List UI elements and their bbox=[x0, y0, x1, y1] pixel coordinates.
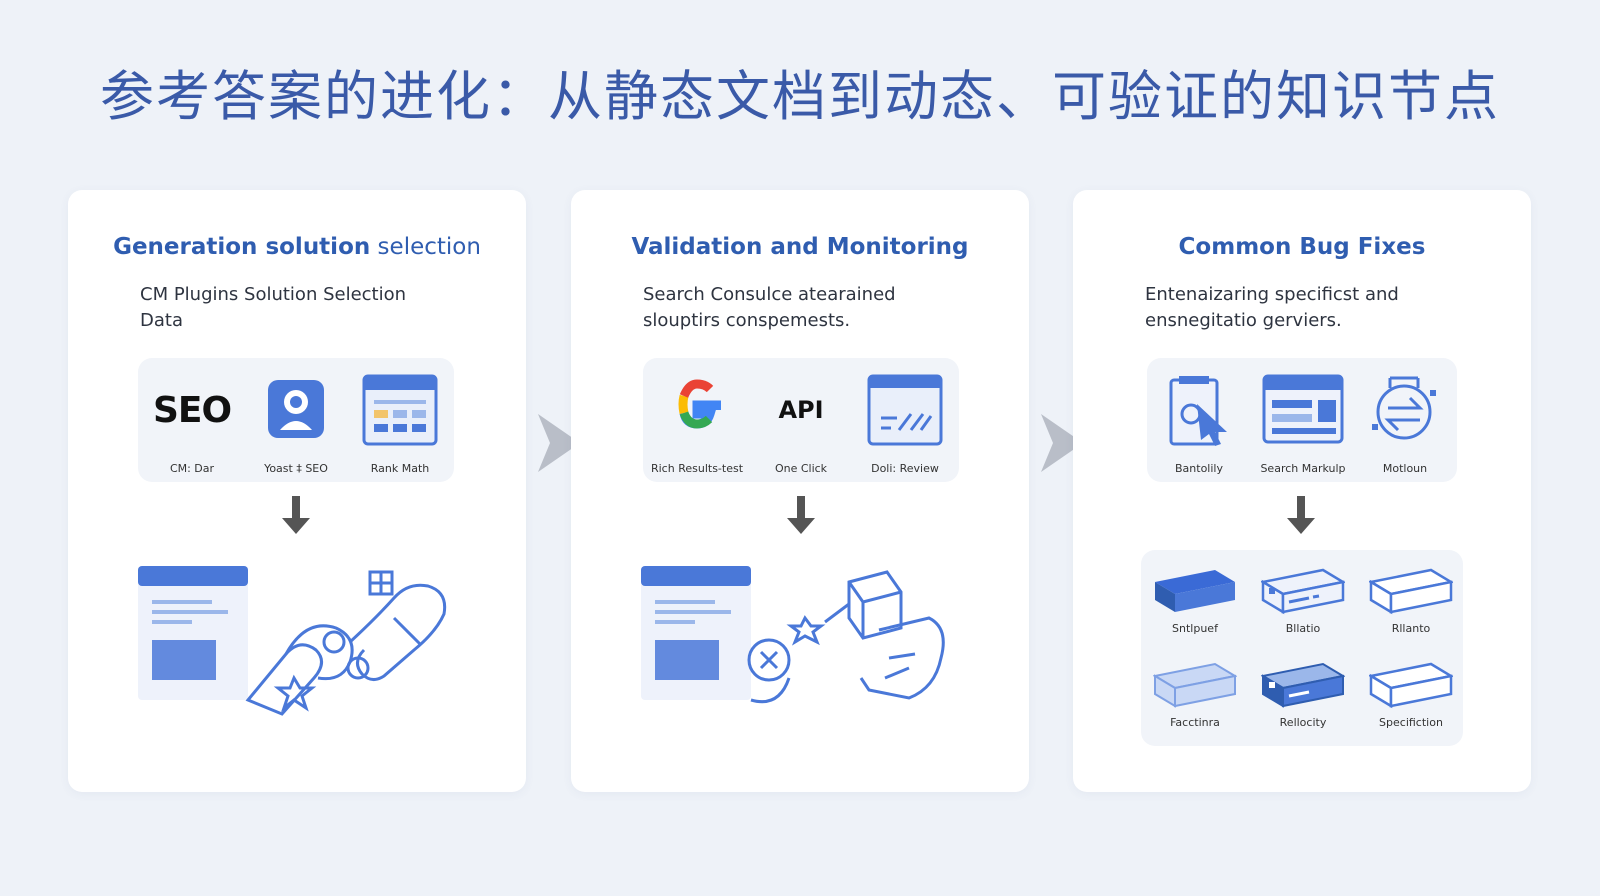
tool-label: Rank Math bbox=[370, 462, 430, 475]
solid-box-icon bbox=[1155, 570, 1235, 612]
card-description: Search Consulce atearained slouptirs con… bbox=[643, 284, 896, 331]
grid-item[interactable]: Rellocity bbox=[1251, 650, 1355, 736]
arrow-down-icon bbox=[787, 496, 815, 534]
tool-label: Motloun bbox=[1382, 462, 1428, 475]
page-title: 参考答案的进化：从静态文档到动态、可验证的知识节点 bbox=[100, 65, 1500, 128]
card-title: Validation and Monitoring bbox=[571, 234, 1029, 260]
tool-label: Doli: Review bbox=[871, 462, 939, 475]
grid-item[interactable]: Sntlpuef bbox=[1143, 556, 1247, 642]
rank-math-icon bbox=[362, 374, 438, 446]
tool-review[interactable]: Doli: Review bbox=[855, 358, 955, 482]
tool-rich-results[interactable]: Rich Results-test bbox=[647, 358, 747, 482]
document-cursor-icon bbox=[1169, 376, 1227, 446]
form-box-icon bbox=[1261, 568, 1345, 615]
chevron-right-icon bbox=[1041, 414, 1083, 472]
tool-label: Yoast ‡ SEO bbox=[264, 462, 328, 475]
chevron-right-icon bbox=[538, 414, 580, 472]
card-title-bold: Common Bug Fixes bbox=[1178, 234, 1426, 260]
card-generation: Generation solution selection CM Plugins… bbox=[68, 190, 526, 792]
outline-box-icon bbox=[1369, 568, 1453, 615]
arrow-down-icon bbox=[1287, 496, 1315, 534]
tool-label: Search Markulp bbox=[1260, 462, 1346, 475]
tool-seo[interactable]: SEO CM: Dar bbox=[142, 358, 242, 482]
google-icon bbox=[678, 379, 721, 429]
search-markup-icon bbox=[1262, 374, 1344, 444]
card-bug-fixes: Common Bug Fixes Entenaizaring specifics… bbox=[1073, 190, 1531, 792]
card-title: Generation solution selection bbox=[68, 234, 526, 260]
card-title: Common Bug Fixes bbox=[1073, 234, 1531, 260]
yoast-icon bbox=[268, 380, 324, 438]
filled-form-box-icon bbox=[1261, 662, 1345, 708]
grid-item[interactable]: Specifiction bbox=[1359, 650, 1463, 736]
document-links-illustration bbox=[138, 566, 447, 716]
tool-label: CM: Dar bbox=[169, 462, 215, 475]
tool-label: Bantolily bbox=[1175, 462, 1223, 475]
card-description: CM Plugins Solution Selection Data bbox=[140, 284, 407, 331]
tool-yoast[interactable]: Yoast ‡ SEO bbox=[246, 358, 346, 482]
tool-search-markup[interactable]: Search Markulp bbox=[1253, 358, 1353, 482]
outline-box-icon bbox=[1369, 662, 1453, 709]
tool-rank-math[interactable]: Rank Math bbox=[350, 358, 450, 482]
seo-logo-icon: SEO bbox=[152, 390, 232, 431]
tool-label: Rich Results-test bbox=[650, 462, 744, 475]
grid-item-label: Rellocity bbox=[1279, 716, 1327, 729]
grid-item[interactable]: Facctinra bbox=[1143, 650, 1247, 736]
tools-panel[interactable]: Rich Results-test API One Click Doli: Re… bbox=[643, 358, 959, 482]
fix-grid-panel: Sntlpuef Bllatio Rll bbox=[1141, 550, 1463, 746]
grid-item-label: Bllatio bbox=[1285, 622, 1321, 635]
card-validation: Validation and Monitoring Search Consulc… bbox=[571, 190, 1029, 792]
document-validation-illustration bbox=[641, 566, 945, 704]
tool-one-click[interactable]: API One Click bbox=[751, 358, 851, 482]
grid-item-label: Sntlpuef bbox=[1172, 622, 1218, 635]
grid-item-label: Facctinra bbox=[1170, 716, 1220, 729]
motion-icon bbox=[1372, 376, 1436, 440]
api-icon: API bbox=[778, 396, 824, 424]
grid-item-label: Rllanto bbox=[1391, 622, 1431, 635]
card-description: Entenaizaring specificst and ensnegitati… bbox=[1145, 284, 1399, 331]
grid-item[interactable]: Rllanto bbox=[1359, 556, 1463, 642]
tools-panel: SEO CM: Dar Yoast ‡ SEO bbox=[138, 358, 454, 482]
review-window-icon bbox=[867, 374, 943, 446]
arrow-down-icon bbox=[282, 496, 310, 534]
tool-bantolily[interactable]: Bantolily bbox=[1149, 358, 1249, 482]
card-title-light: selection bbox=[370, 234, 481, 260]
card-title-bold: Validation and Monitoring bbox=[631, 234, 969, 260]
tool-label: One Click bbox=[774, 462, 828, 475]
tool-motloun[interactable]: Motloun bbox=[1355, 358, 1455, 482]
grid-item-label: Specifiction bbox=[1379, 716, 1443, 729]
light-box-icon bbox=[1153, 662, 1237, 708]
grid-item[interactable]: Bllatio bbox=[1251, 556, 1355, 642]
tools-panel: Bantolily Search Markulp bbox=[1147, 358, 1457, 482]
card-title-bold: Generation solution bbox=[113, 234, 371, 260]
